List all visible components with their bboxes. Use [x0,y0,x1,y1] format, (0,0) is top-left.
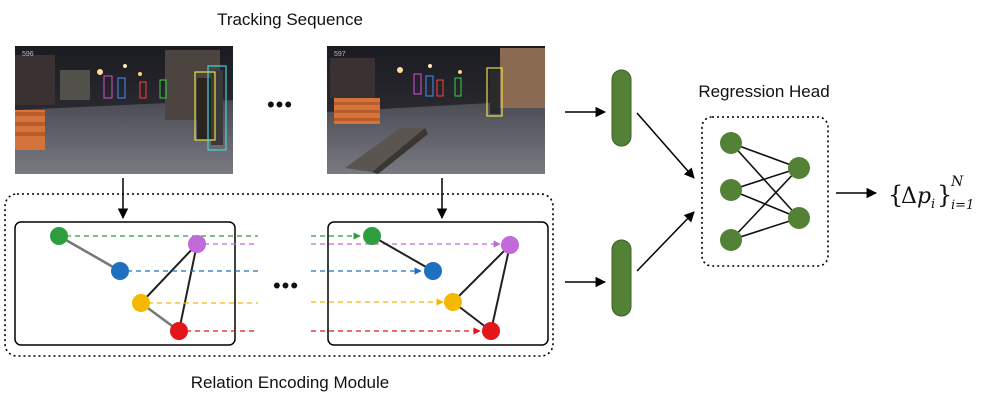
relation-encoding-module-title: Relation Encoding Module [191,373,389,392]
feature-top-to-head-arrow [636,112,695,179]
graph-1-node-yellow [132,294,150,312]
graph-2-edge-purple-red [490,244,511,332]
bottom-ellipsis: ••• [273,273,299,298]
graph-1-node-red [170,322,188,340]
graph-1-node-purple [188,235,206,253]
feature-vector-icon-top [611,69,632,147]
frame-1-id: 596 [22,51,34,58]
regression-input-node-3 [720,229,742,251]
regression-output-node-1 [788,157,810,179]
graph-1-node-green [50,227,68,245]
graph-2-node-yellow [444,293,462,311]
tracking-frame-1: 596 [15,46,233,174]
graph-2-node-green [363,227,381,245]
formula-lower-limit: i=1 [951,198,974,213]
formula-p: p [917,184,931,209]
top-ellipsis: ••• [267,92,293,117]
feature-bottom-to-head-arrow [636,211,695,272]
graph-1-node-blue [111,262,129,280]
tracking-sequence-title: Tracking Sequence [217,10,363,29]
regression-head-box [701,116,829,267]
regression-input-node-2 [720,179,742,201]
graph-1 [50,227,258,340]
formula-brace-close: } [937,181,952,209]
tracking-frame-2: 597 [327,46,545,174]
graph-1-edge-purple-red [178,243,198,332]
graph-2-node-purple [501,236,519,254]
formula-brace-open: { [888,181,903,209]
feature-vector-icon-bottom [611,239,632,317]
graph-2-edge-purple-yellow [452,244,511,303]
formula-p-subscript: i [931,197,935,212]
graph-panel-2 [327,221,549,346]
regression-input-node-1 [720,132,742,154]
graph-2-edge-green-blue [371,235,434,272]
formula-upper-limit: N [950,174,964,190]
regression-head-title: Regression Head [698,82,829,101]
neural-network-icon [720,132,810,251]
graph-2-node-red [482,322,500,340]
graph-1-edge-purple-yellow [140,243,198,304]
graph-panel-1 [14,221,236,346]
regression-output-node-2 [788,207,810,229]
output-formula: { Δ p i } N i=1 [888,174,974,213]
frame-2-id: 597 [334,51,346,58]
relation-encoding-module-box [4,193,554,357]
graph-1-edge-green-blue [58,234,121,273]
graph-2 [311,227,519,340]
graph-2-node-blue [424,262,442,280]
formula-delta: Δ [901,184,917,209]
